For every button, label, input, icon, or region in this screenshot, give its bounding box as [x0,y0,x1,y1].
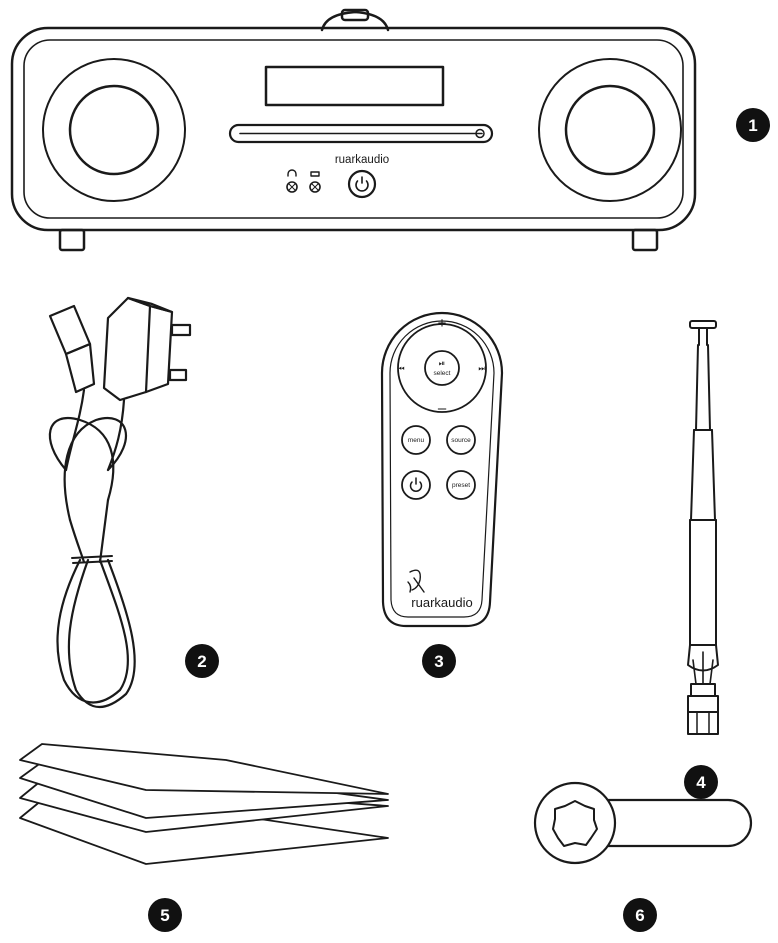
speaker-left-outer [42,58,186,202]
aerial-tip [698,327,708,346]
radio-foot-left [58,228,86,252]
number-badges: 1 2 3 4 5 6 [148,108,770,932]
aerial-nut-top [690,683,716,697]
badge-5: 5 [148,898,182,932]
remote-power-button [401,470,431,500]
badge-3-label: 3 [434,652,443,671]
aerial-connector-ribs [696,711,710,735]
play-pause-label: ⏯ [439,359,445,368]
volume-up-label: + [438,315,447,332]
power-cable [48,296,192,708]
preset-label: preset [452,482,470,489]
aerial-collar-ribs [692,651,714,685]
cable-loop-3 [56,558,129,704]
badge-5-circle [148,898,182,932]
menu-label: menu [408,437,425,444]
badge-1-label: 1 [748,116,757,135]
badge-6: 6 [623,898,657,932]
spanner-handle [603,798,753,848]
nav-ring [397,323,487,413]
aux-jack-cross [311,183,319,191]
headphone-icon [287,169,297,177]
remote-inner-edge [389,320,495,618]
plug-pin-2 [168,368,188,382]
aerial-section-1 [695,344,711,431]
aerial-section-2 [690,429,716,521]
plug-body [102,296,152,402]
spanner-ring [533,781,617,865]
headphone-jack [286,181,298,193]
radio-body [10,26,697,232]
badge-3: 3 [422,644,456,678]
aux-jack [309,181,321,193]
previous-label: ⏮ [397,364,404,373]
speaker-right-inner [564,84,656,176]
source-button [446,425,476,455]
aux-icon [310,171,320,177]
display-window [264,65,445,107]
volume-down-label: – [438,400,447,417]
badge-4-label: 4 [696,773,706,792]
radio-unit: ruarkaudio [10,8,697,252]
aerial-connector [687,711,719,735]
remote-power-icon [409,477,423,493]
remote-brand-text: ruarkaudio [411,595,472,610]
badge-4-circle [684,765,718,799]
cable-tie [71,555,113,564]
top-knob [340,8,370,22]
telescopic-aerial [687,320,719,735]
top-knob-base [320,10,390,32]
documents [19,743,389,865]
aerial-nut [687,695,719,713]
cable-strand-b [106,398,126,472]
radio-brand-text: ruarkaudio [335,154,389,166]
badge-6-label: 6 [635,906,644,925]
badge-2: 2 [185,644,219,678]
plug-top [126,296,174,314]
spanner [533,781,753,865]
aerial-section-3 [689,519,717,646]
badge-1-circle [736,108,770,142]
iec-connector-body [64,342,96,394]
speaker-right-outer [538,58,682,202]
document-sheet-1 [19,743,389,795]
badge-4: 4 [684,765,718,799]
cable-loop-2 [63,417,127,522]
plug-pin-1 [170,323,192,337]
aerial-joints [689,429,717,646]
cable-bundle [68,498,110,564]
badge-2-circle [185,644,219,678]
cable-loop-1 [48,417,115,502]
badge-5-label: 5 [160,906,169,925]
radio-inner-panel [23,39,684,219]
cable-strand-a [64,388,86,472]
next-label: ⏭ [478,364,485,373]
radio-foot-right [631,228,659,252]
cable-loop-4 [67,558,136,708]
cd-eject-dot [475,128,485,139]
power-icon [355,176,369,192]
menu-button [401,425,431,455]
badge-1: 1 [736,108,770,142]
remote-body [380,311,504,628]
remote-control: + – ⏮ ⏭ ⏯ select menu source preset ruar… [380,311,504,628]
source-label: source [451,437,471,444]
cd-slot [228,123,494,144]
badge-6-circle [623,898,657,932]
select-label: select [434,370,451,377]
aerial-tip-cap [689,320,717,329]
radio-power-button [347,169,377,199]
ruark-logo-icon [407,569,425,593]
badge-3-circle [422,644,456,678]
select-button [424,350,460,386]
speaker-left-inner [68,84,160,176]
spanner-hex-opening [552,800,598,847]
preset-button [446,470,476,500]
headphone-jack-cross [288,183,296,191]
badge-2-label: 2 [197,652,206,671]
